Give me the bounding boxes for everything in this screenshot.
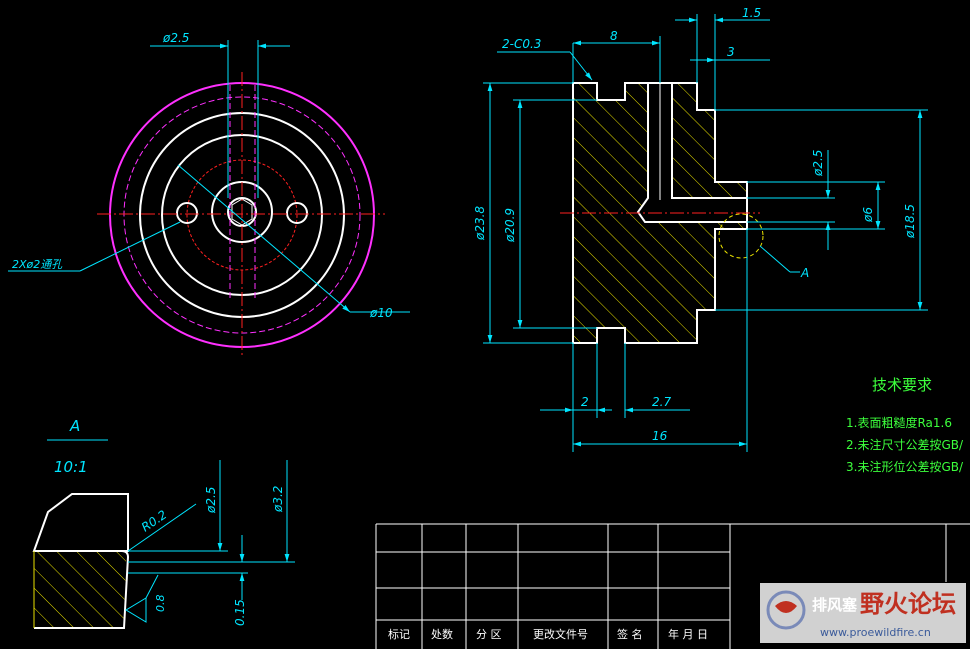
tb-header-date: 年 月 日 [668, 627, 708, 641]
dim-chamfer: 2-C0.3 [502, 37, 541, 51]
roughness-symbol [125, 574, 159, 623]
dim-slot-width: ø2.5 [162, 31, 189, 45]
dim-2: 2 [581, 395, 589, 409]
vent-hole-right [286, 202, 308, 224]
detail-dim-0-15: 0.15 [233, 599, 247, 626]
vent-hole-left [176, 202, 198, 224]
detail-hatch [34, 551, 126, 628]
detail-radius: R0.2 [139, 508, 170, 535]
dim-inner-dia: ø20.9 [503, 208, 517, 243]
tb-header-signature: 签 名 [617, 627, 643, 641]
detail-circle [718, 213, 764, 259]
detail-label: A [69, 417, 80, 435]
detail-scale: 10:1 [54, 458, 88, 476]
tech-item-2: 2.未注尺寸公差按GB/ [846, 437, 964, 452]
dim-16: 16 [652, 429, 668, 443]
dim-hole-dia: ø2.5 [811, 150, 825, 177]
detail-outline [32, 493, 129, 552]
tb-header-count: 处数 [431, 628, 453, 641]
dim-boss-dia: ø6 [861, 207, 875, 223]
roughness-value: 0.8 [154, 595, 167, 613]
front-view: ø2.5 2Xø2通孔 ø10 [8, 31, 410, 355]
part-name: 排风塞 [812, 596, 858, 614]
tb-header-change-doc: 更改文件号 [533, 627, 588, 641]
tech-requirements: 技术要求 1.表面粗糙度Ra1.6 2.未注尺寸公差按GB/ 3.未注形位公差按… [846, 376, 964, 474]
dim-body-dia: ø18.5 [903, 204, 917, 239]
tb-header-mark: 标记 [388, 627, 410, 641]
watermark-text: 野火论坛 [860, 590, 956, 618]
note-holes: 2Xø2通孔 [12, 258, 63, 271]
dim-outer-dia: ø23.8 [473, 206, 487, 241]
dim-2-7: 2.7 [652, 395, 671, 409]
tech-item-1: 1.表面粗糙度Ra1.6 [846, 415, 952, 430]
tech-title: 技术要求 [872, 376, 932, 394]
watermark-url: www.proewildfire.cn [820, 626, 931, 639]
dim-center-circle: ø10 [369, 306, 393, 320]
watermark-logo-icon [766, 590, 806, 630]
watermark: 排风塞 野火论坛 www.proewildfire.cn [760, 583, 966, 643]
tb-header-zone: 分 区 [476, 628, 502, 641]
section-view: 8 2-C0.3 1.5 3 ø23.8 ø20.9 ø2.5 [473, 6, 928, 452]
detail-dia-2-5: ø2.5 [204, 487, 218, 514]
dim-3: 3 [727, 45, 735, 59]
detail-ref-label: A [800, 266, 809, 280]
dim-1-5: 1.5 [742, 6, 761, 20]
title-block: 标记 处数 分 区 更改文件号 签 名 年 月 日 [375, 523, 970, 649]
detail-dia-3-2: ø3.2 [271, 486, 285, 513]
detail-view: A 10:1 R0.2 ø2.5 ø3.2 0.15 0.8 [32, 417, 295, 629]
tech-item-3: 3.未注形位公差按GB/ [846, 459, 964, 474]
dim-8: 8 [610, 29, 618, 43]
